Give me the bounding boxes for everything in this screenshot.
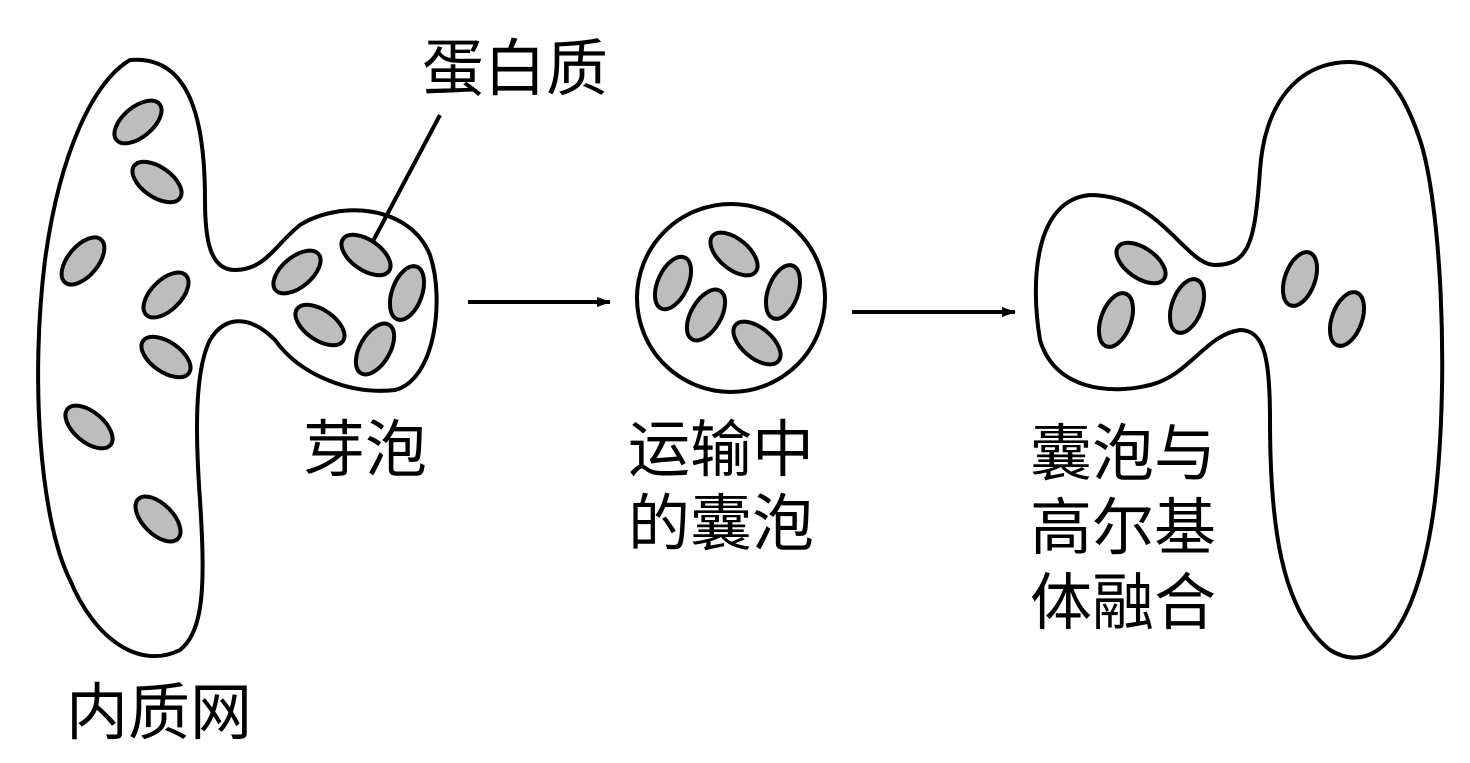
protein-icon: [63, 403, 115, 451]
er-label: 内质网: [66, 676, 253, 749]
protein-icon: [59, 235, 107, 287]
protein-icon: [763, 263, 803, 321]
protein-label: 蛋白质: [422, 32, 609, 105]
fusion-label: 囊泡与 高尔基 体融合: [1030, 417, 1217, 639]
er-outline: [36, 57, 439, 659]
transport-vesicle-label: 运输中 的囊泡: [628, 413, 815, 561]
protein-icon: [339, 232, 393, 278]
transport-vesicle: [635, 202, 827, 394]
protein-icon: [353, 321, 397, 377]
golgi-proteins: [1096, 240, 1367, 349]
protein-icon: [1167, 277, 1207, 335]
bud-label: 芽泡: [303, 413, 428, 486]
protein-icon: [1114, 240, 1168, 286]
protein-icon: [731, 319, 783, 367]
protein-icon: [271, 248, 323, 296]
bud-proteins: [271, 232, 427, 377]
protein-icon: [112, 98, 164, 146]
protein-icon: [684, 287, 728, 343]
protein-icon: [1280, 250, 1320, 308]
er-proteins: [59, 98, 193, 544]
golgi-outline: [1033, 59, 1445, 660]
protein-icon: [652, 254, 694, 312]
protein-icon: [1327, 290, 1367, 348]
vesicle-proteins: [652, 230, 803, 367]
protein-icon: [141, 270, 191, 320]
protein-icon: [708, 230, 760, 278]
protein-pointer-line: [370, 114, 442, 244]
protein-icon: [133, 494, 183, 544]
protein-icon: [130, 159, 184, 205]
protein-icon: [139, 334, 193, 380]
protein-icon: [387, 264, 427, 322]
protein-icon: [293, 302, 347, 348]
protein-icon: [1096, 291, 1136, 349]
